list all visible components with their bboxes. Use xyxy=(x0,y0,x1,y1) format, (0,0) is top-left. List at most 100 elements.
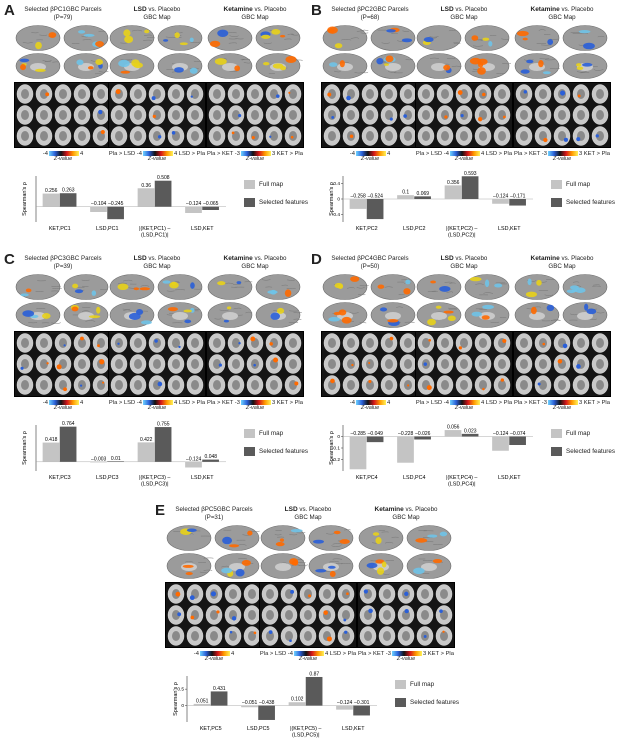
panel-letter: E xyxy=(155,502,166,519)
axial-slice-montage xyxy=(14,82,112,148)
negative-z-blob xyxy=(140,320,152,325)
colorbar-gradient xyxy=(449,151,480,156)
slice-inner xyxy=(385,131,393,141)
gbc-map-label: GBC Map xyxy=(294,513,322,521)
sulcus-line xyxy=(341,563,351,565)
positive-z-blob xyxy=(469,57,482,65)
bar-value-label: –0.438 xyxy=(259,700,275,706)
sulcus-line xyxy=(431,290,438,292)
negative-z-blob xyxy=(163,39,169,42)
medial-wall xyxy=(385,312,401,320)
negative-z-voxel xyxy=(238,341,241,345)
medial-wall xyxy=(275,563,291,571)
sulcus-line xyxy=(184,561,194,563)
slice-inner xyxy=(21,359,29,369)
colorbar-gradient xyxy=(142,151,173,156)
bar-full-map xyxy=(492,199,509,204)
bar-value-label: 0.36 xyxy=(141,183,151,189)
sulcus-line xyxy=(243,62,251,64)
lsd-title-bold: LSD xyxy=(133,6,147,13)
positive-z-blob xyxy=(478,61,484,68)
slice-inner xyxy=(304,610,312,620)
negative-z-blob xyxy=(582,62,593,67)
positive-z-blob xyxy=(42,313,51,319)
slice-inner xyxy=(441,359,449,369)
negative-z-voxel xyxy=(98,109,103,115)
bar-value-label: –0.074 xyxy=(510,431,526,437)
sulcus-line xyxy=(140,285,150,287)
sulcus-line xyxy=(263,42,272,45)
x-tick-label: LSD,PC2 xyxy=(403,226,425,232)
negative-z-blob xyxy=(236,281,242,285)
sulcus-line xyxy=(544,294,554,296)
positive-z-blob xyxy=(447,315,456,321)
brain-surface-render xyxy=(108,273,206,329)
slice-inner xyxy=(191,89,199,99)
colorbar-max-label: 3 KET > Pla xyxy=(578,151,610,158)
slice-inner xyxy=(421,610,429,620)
sulcus-line xyxy=(332,543,343,545)
sulcus-line xyxy=(274,534,282,536)
positive-z-blob xyxy=(435,305,442,309)
axial-slice-montage xyxy=(321,331,419,397)
sulcus-line xyxy=(347,287,355,289)
negative-z-voxel xyxy=(253,363,256,367)
sulcus-line xyxy=(122,308,131,310)
panel-letter: D xyxy=(311,251,322,268)
bar-value-label: 0.755 xyxy=(157,422,170,428)
gbc-map-label: GBC Map xyxy=(241,262,269,270)
positive-z-voxel xyxy=(327,92,332,97)
colorbar-axis-label: Z-value xyxy=(298,656,318,663)
sulcus-line xyxy=(122,59,133,61)
positive-z-voxel xyxy=(503,115,506,119)
positive-z-blob xyxy=(522,37,528,41)
slice-inner xyxy=(78,338,86,348)
sulcus-line xyxy=(281,284,288,286)
lsd-title-line: LSD vs. Placebo xyxy=(415,6,513,14)
positive-z-voxel xyxy=(482,387,485,391)
positive-z-voxel xyxy=(442,630,445,633)
positive-z-blob xyxy=(385,55,394,63)
sulcus-line xyxy=(572,281,580,283)
colorbar-gradient xyxy=(355,400,386,405)
colorbar-axis-label: Z-value xyxy=(360,405,380,412)
bar-full-map xyxy=(185,206,202,214)
slice-inner xyxy=(520,380,528,390)
slice-inner xyxy=(289,110,297,120)
colorbar-max-label: 3 KET > Pla xyxy=(578,400,610,407)
colorbar-max-label: 3 KET > Pla xyxy=(271,400,303,407)
slice-inner xyxy=(266,631,274,641)
negative-z-voxel xyxy=(218,363,222,367)
negative-z-blob xyxy=(380,307,388,312)
slice-inner xyxy=(366,89,374,99)
legend-item-selected-features: Selected features xyxy=(244,198,308,207)
positive-z-voxel xyxy=(152,114,156,119)
negative-z-blob xyxy=(20,293,29,297)
legend-item-full-map: Full map xyxy=(244,429,308,438)
positive-z-blob xyxy=(430,280,437,284)
sulcus-line xyxy=(501,38,510,40)
sulcus-line xyxy=(51,322,61,324)
slice-inner xyxy=(596,89,604,99)
legend-label: Full map xyxy=(566,181,591,188)
bar-value-label: 0.069 xyxy=(417,191,430,197)
slice-inner xyxy=(191,631,199,641)
positive-z-blob xyxy=(384,63,389,66)
negative-z-blob xyxy=(312,539,325,544)
positive-z-voxel xyxy=(102,381,105,384)
positive-z-voxel xyxy=(45,92,50,97)
colorbar-min-label: Pla > LSD -4 xyxy=(415,400,449,407)
ketamine-title-bold: Ketamine xyxy=(530,255,560,262)
slice-inner xyxy=(266,610,274,620)
positive-z-blob xyxy=(372,532,380,536)
sulcus-line xyxy=(144,34,152,36)
slice-inner xyxy=(232,359,240,369)
negative-z-voxel xyxy=(404,591,409,597)
slice-inner xyxy=(210,610,218,620)
